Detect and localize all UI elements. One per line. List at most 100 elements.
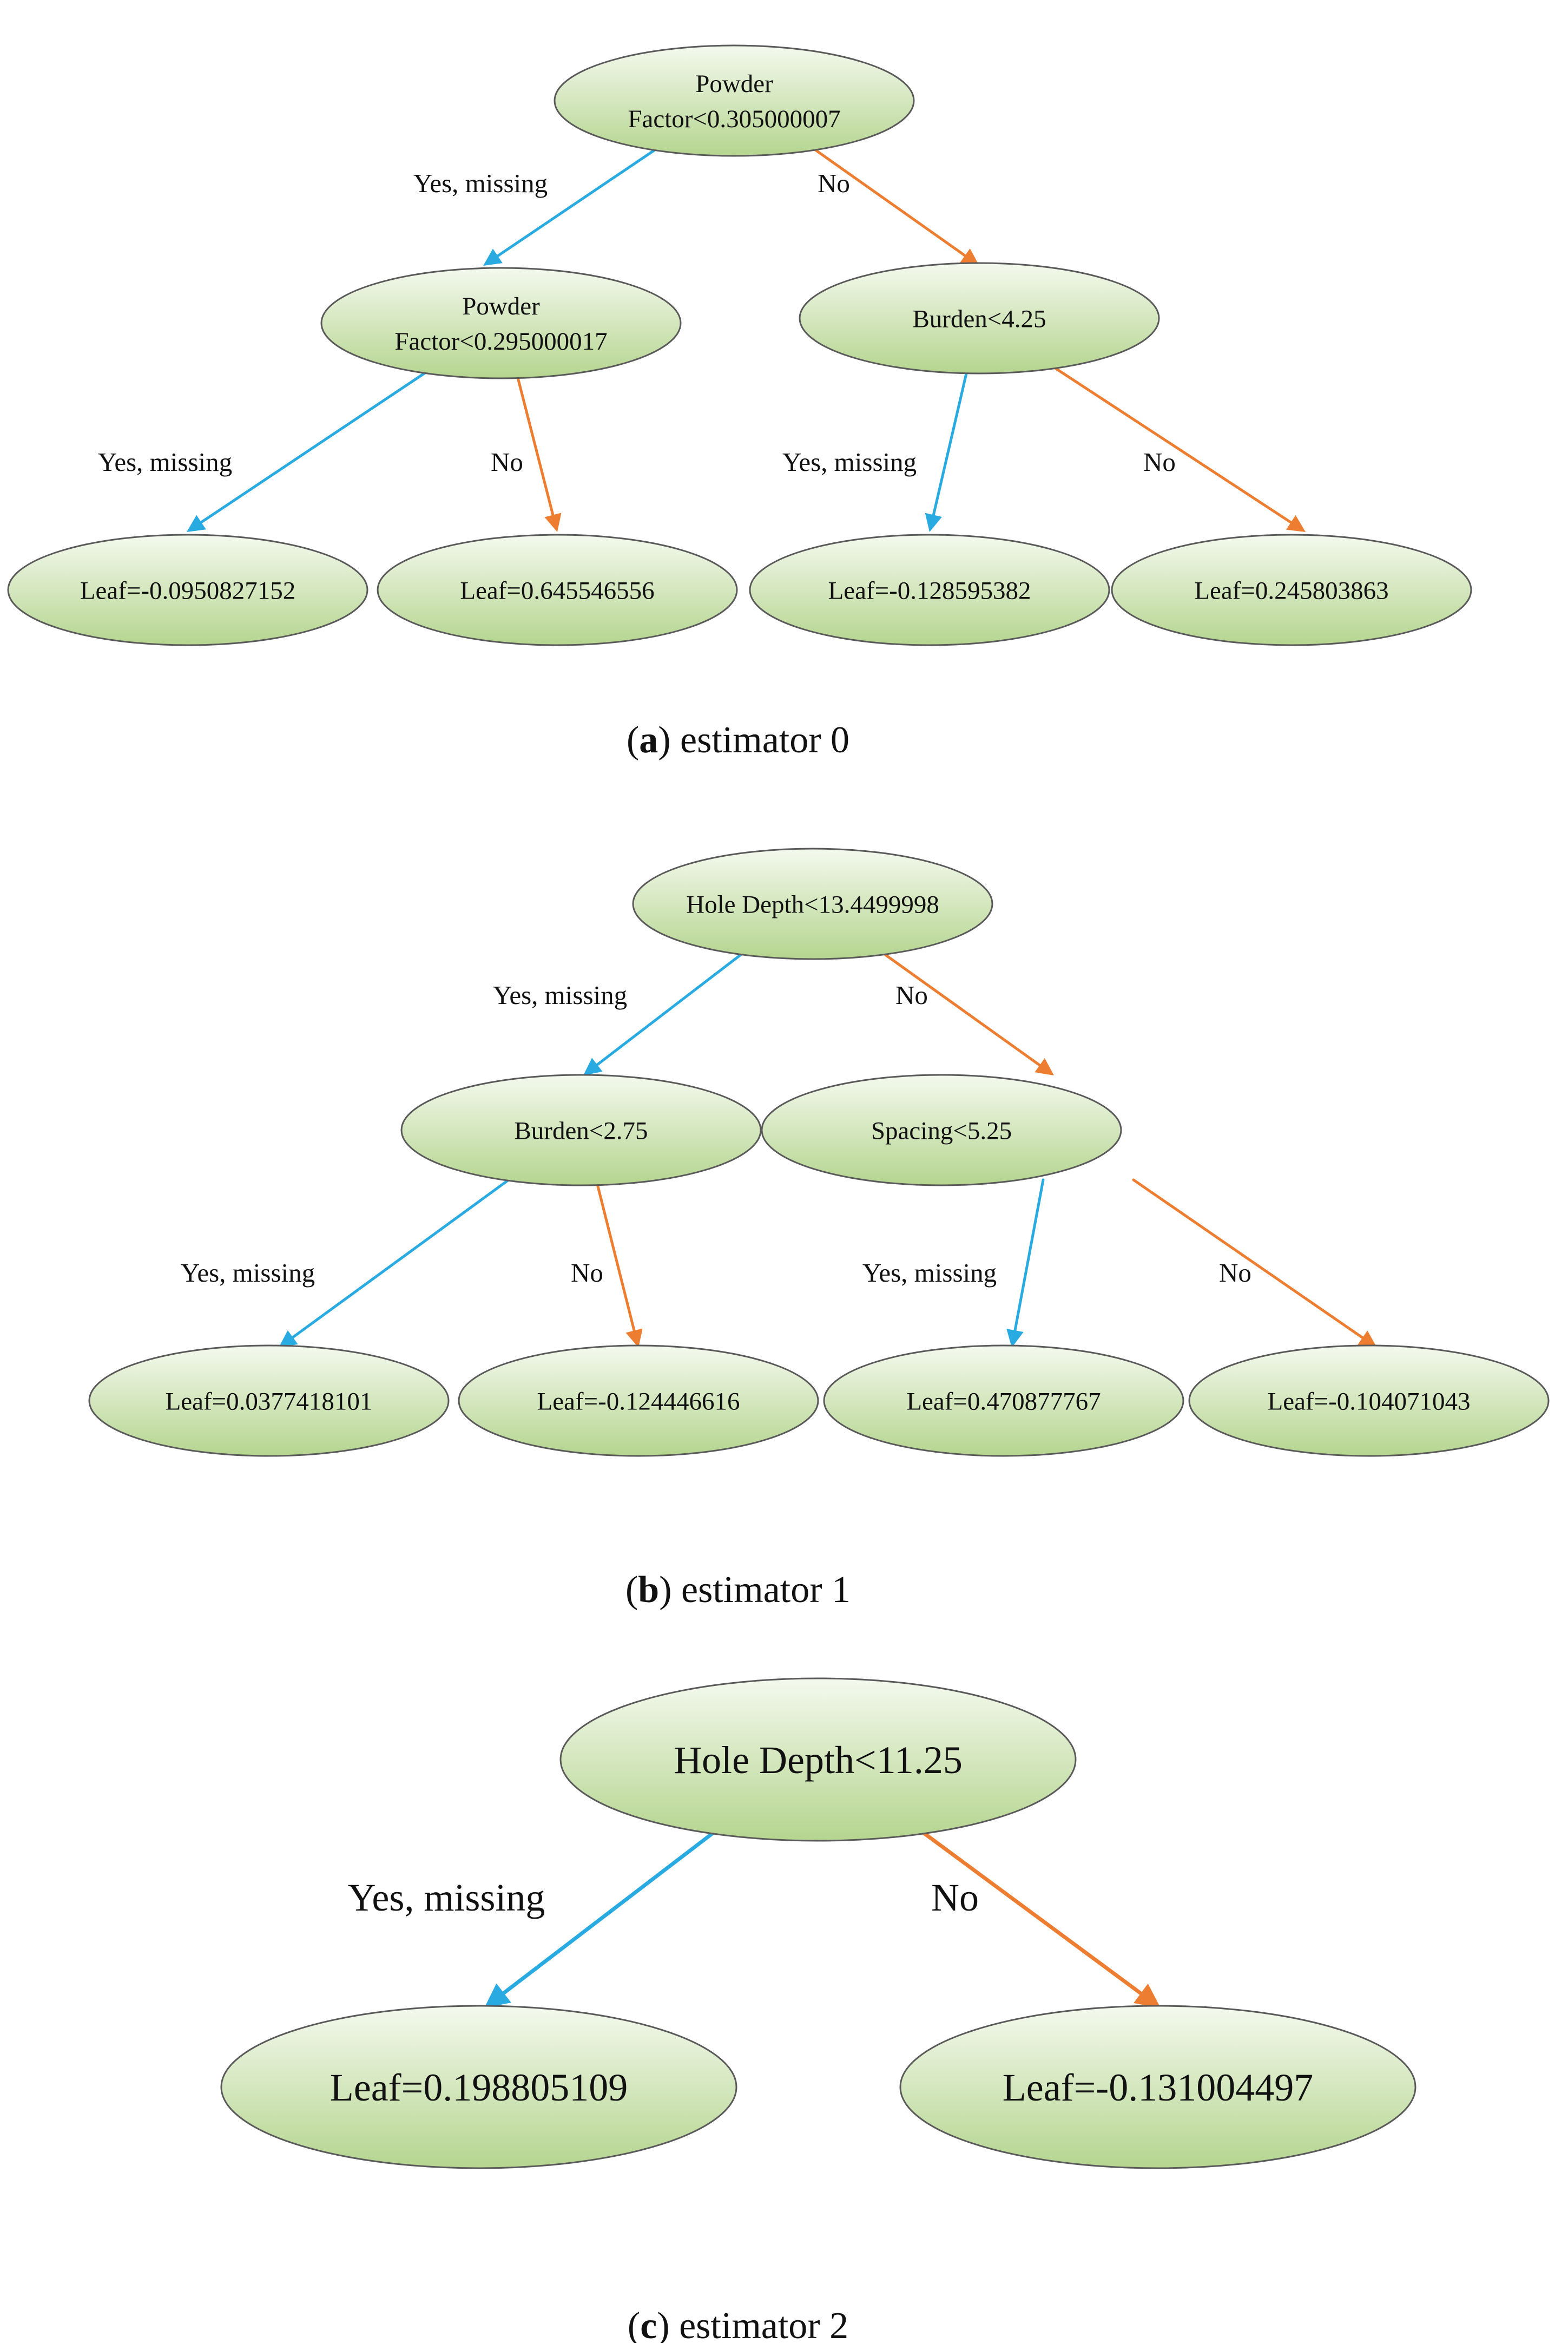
node-ellipse <box>554 44 915 157</box>
node-ellipse <box>799 262 1160 375</box>
edge-label-no: No <box>1143 447 1176 477</box>
node-ellipse <box>559 1677 1077 1842</box>
edge-yes-a2-a5 <box>925 372 968 532</box>
node-label: Factor<0.305000007 <box>628 105 840 133</box>
caption-open: ( <box>628 2305 640 2343</box>
edge-label-yes: Yes, missing <box>862 1258 997 1288</box>
leaf-node-c2: Leaf=-0.131004497 <box>899 2005 1417 2169</box>
node-ellipse <box>400 1074 762 1186</box>
edge-label-yes: Yes, missing <box>348 1876 545 1919</box>
edge-no-b1-b4-arrowhead <box>625 1328 643 1348</box>
edge-label-no: No <box>818 168 850 198</box>
caption-open: ( <box>627 719 639 761</box>
edge-label-no: No <box>491 447 523 477</box>
edge-yes-a0-a1-arrowhead <box>483 248 503 266</box>
node-label: Leaf=-0.124446616 <box>537 1387 740 1415</box>
node-ellipse <box>761 1074 1122 1186</box>
edge-yes-b2-b5-arrowhead <box>1006 1329 1024 1348</box>
caption-text: ) estimator 0 <box>658 719 849 761</box>
node-ellipse <box>1188 1344 1550 1457</box>
edge-yes-a1-a3-arrowhead <box>187 515 206 532</box>
caption-open: ( <box>625 1569 638 1611</box>
node-label: Factor<0.295000017 <box>394 327 607 356</box>
leaf-node-b3: Leaf=0.0377418101 <box>88 1344 450 1457</box>
leaf-node-a5: Leaf=-0.128595382 <box>749 534 1110 646</box>
edge-yes-a1-a3-line <box>199 370 429 524</box>
edge-yes-b1-b3 <box>279 1178 510 1348</box>
node-ellipse <box>1111 534 1472 646</box>
node-label: Hole Depth<11.25 <box>674 1738 963 1782</box>
edge-no-a2-a6-line <box>1053 366 1293 524</box>
edge-no-a1-a4-line <box>515 370 555 517</box>
node-label: Hole Depth<13.4499998 <box>686 890 939 918</box>
edge-yes-c0-c1-arrowhead <box>484 1983 511 2008</box>
edge-yes-a0-a1-line <box>495 142 666 258</box>
panel-caption: (b) estimator 1 <box>625 1569 851 1611</box>
node-ellipse <box>823 1344 1184 1457</box>
edge-yes-a0-a1 <box>483 142 666 266</box>
edge-label-no: No <box>1219 1258 1251 1288</box>
node-label: Burden<2.75 <box>514 1117 648 1145</box>
edge-no-c0-c2-arrowhead <box>1134 1983 1161 2008</box>
edge-no-a2-a6-arrowhead <box>1286 515 1306 532</box>
edge-label-no: No <box>571 1258 603 1288</box>
leaf-node-b4: Leaf=-0.124446616 <box>458 1344 819 1457</box>
leaf-node-c1: Leaf=0.198805109 <box>220 2005 737 2169</box>
node-label: Burden<4.25 <box>912 305 1046 333</box>
edge-no-a2-a6 <box>1053 366 1306 532</box>
edge-no-c0-c2-line <box>920 1830 1144 1996</box>
edge-yes-a2-a5-arrowhead <box>925 513 942 532</box>
node-label: Leaf=0.245803863 <box>1194 576 1388 605</box>
edge-label-yes: Yes, missing <box>493 980 627 1010</box>
node-ellipse <box>632 848 993 960</box>
leaf-node-a3: Leaf=-0.0950827152 <box>7 534 368 646</box>
edge-no-a1-a4-arrowhead <box>544 513 562 532</box>
node-label: Leaf=0.645546556 <box>460 576 654 605</box>
edge-yes-b2-b5 <box>1006 1178 1045 1348</box>
node-label: Leaf=-0.104071043 <box>1268 1387 1471 1415</box>
edge-no-b0-b2-arrowhead <box>1035 1058 1054 1075</box>
edge-no-b0-b2-line <box>881 951 1042 1067</box>
edge-no-a0-a2-arrowhead <box>960 248 979 266</box>
node-label: Spacing<5.25 <box>871 1117 1012 1145</box>
edge-yes-b1-b3-arrowhead <box>279 1330 298 1348</box>
split-node-c0: Hole Depth<11.25 <box>559 1677 1077 1842</box>
caption-text: ) estimator 2 <box>657 2305 848 2343</box>
node-label: Leaf=-0.128595382 <box>828 576 1031 605</box>
edge-label-yes: Yes, missing <box>413 168 548 198</box>
edge-no-c0-c2 <box>920 1830 1161 2008</box>
edge-yes-a2-a5-line <box>932 372 968 517</box>
edge-no-b1-b4 <box>595 1178 643 1348</box>
edge-label-yes: Yes, missing <box>782 447 917 477</box>
edge-yes-b1-b3-line <box>291 1178 510 1340</box>
node-label: Leaf=0.198805109 <box>330 2066 628 2109</box>
node-ellipse <box>377 534 738 646</box>
edge-yes-c0-c1 <box>484 1830 716 2008</box>
edge-yes-b2-b5-line <box>1013 1178 1045 1333</box>
edge-no-b0-b2 <box>881 951 1054 1075</box>
node-label: Leaf=-0.131004497 <box>1003 2066 1313 2109</box>
split-node-b2: Spacing<5.25 <box>761 1074 1122 1186</box>
caption-letter: b <box>638 1569 659 1611</box>
edge-yes-b0-b1-line <box>595 951 745 1067</box>
node-label: Leaf=-0.0950827152 <box>80 576 296 605</box>
edge-no-b2-b6-arrowhead <box>1358 1330 1377 1348</box>
leaf-node-b5: Leaf=0.470877767 <box>823 1344 1184 1457</box>
edge-no-b2-b6 <box>1132 1178 1377 1348</box>
edge-no-a0-a2 <box>805 142 979 266</box>
edge-label-yes: Yes, missing <box>98 447 232 477</box>
split-node-b0: Hole Depth<13.4499998 <box>632 848 993 960</box>
node-ellipse <box>88 1344 450 1457</box>
edge-no-a0-a2-line <box>805 142 967 258</box>
node-ellipse <box>458 1344 819 1457</box>
node-ellipse <box>320 267 682 379</box>
node-ellipse <box>220 2005 737 2169</box>
node-label: Leaf=0.0377418101 <box>166 1387 373 1415</box>
node-label: Leaf=0.470877767 <box>906 1387 1101 1415</box>
edge-no-a1-a4 <box>515 370 562 532</box>
